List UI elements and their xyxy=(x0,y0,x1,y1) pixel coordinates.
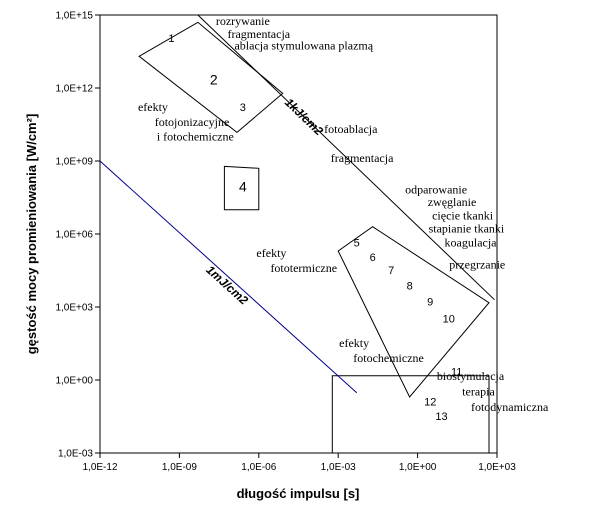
annotation-6: fotoablacja xyxy=(324,122,378,136)
annotation-15: fototermiczne xyxy=(270,261,337,275)
region-4 xyxy=(223,165,260,211)
annotation-0: rozrywanie xyxy=(216,14,270,28)
annotation-14: efekty xyxy=(256,246,286,260)
annotation-19: terapia xyxy=(462,384,495,398)
line-label-1: 1mJ/cm2 xyxy=(203,263,251,308)
region-number-2: 2 xyxy=(210,71,218,87)
annotation-4: fotojonizacyjne xyxy=(155,115,230,129)
threshold-line-1 xyxy=(99,160,358,394)
x-axis-ticks: 1,0E-12 1,0E-09 1,0E-06 1,0E-03 1,0E+00 1,0E+… xyxy=(82,453,516,473)
region-number-9: 9 xyxy=(427,297,433,309)
region-number-4: 4 xyxy=(239,178,247,194)
annotation-5: i fotochemiczne xyxy=(157,130,234,144)
annotation-8: odparowanie xyxy=(405,182,467,196)
y-tick-label-4: 1,0E+09 xyxy=(55,157,93,168)
regions xyxy=(138,21,490,454)
x-tick-label-3: 1,0E-03 xyxy=(321,462,356,473)
region-5-10 xyxy=(337,226,490,398)
y-tick-label-1: 1,0E+00 xyxy=(55,376,93,387)
annotation-10: cięcie tkanki xyxy=(432,209,494,223)
x-tick-label-5: 1,0E+03 xyxy=(478,462,516,473)
annotation-17: fotochemiczne xyxy=(353,351,424,365)
region-number-6: 6 xyxy=(370,252,376,264)
x-tick-label-4: 1,0E+00 xyxy=(399,462,437,473)
region-11-13 xyxy=(331,375,490,454)
annotation-9: zwęglanie xyxy=(428,195,477,209)
annotation-16: efekty xyxy=(339,336,369,350)
region-number-3: 3 xyxy=(240,102,246,114)
y-axis-ticks: 1,0E-03 1,0E+00 1,0E+03 1,0E+06 1,0E+09 1,0E+… xyxy=(55,11,100,460)
y-tick-label-3: 1,0E+06 xyxy=(55,230,93,241)
y-tick-label-6: 1,0E+15 xyxy=(55,11,93,22)
x-tick-label-1: 1,0E-09 xyxy=(162,462,197,473)
x-tick-label-0: 1,0E-12 xyxy=(82,462,117,473)
region-number-1: 1 xyxy=(168,33,174,45)
annotation-11: stapianie tkanki xyxy=(429,221,505,235)
region-number-13: 13 xyxy=(435,411,447,423)
annotation-12: koagulacja xyxy=(445,235,498,249)
region-number-10: 10 xyxy=(443,314,455,326)
annotation-20: fotodynamiczna xyxy=(471,400,549,414)
x-tick-label-2: 1,0E-06 xyxy=(241,462,276,473)
annotation-1: fragmentacja xyxy=(227,27,290,41)
annotation-2: ablacja stymulowana plazmą xyxy=(234,38,373,52)
annotation-7: fragmentacja xyxy=(331,151,394,165)
region-number-12: 12 xyxy=(424,396,436,408)
line-label-2: 1kJ/cm2 xyxy=(282,95,326,138)
threshold-line-2 xyxy=(197,14,495,301)
y-tick-label-2: 1,0E+03 xyxy=(55,303,93,314)
threshold-lines xyxy=(99,14,495,394)
region-1-3 xyxy=(138,21,284,134)
region-number-8: 8 xyxy=(407,280,413,292)
y-axis-title: gęstość mocy promieniowania [W/cm²] xyxy=(24,114,39,355)
annotation-18: biostymulacja xyxy=(437,369,505,383)
region-number-7: 7 xyxy=(388,265,394,277)
region-number-11: 11 xyxy=(451,367,462,379)
y-tick-label-0: 1,0E-03 xyxy=(58,449,93,460)
x-axis-title: długość impulsu [s] xyxy=(237,486,360,501)
annotation-13: przegrzanie xyxy=(449,257,505,271)
region-number-5: 5 xyxy=(354,238,360,250)
annotation-3: efekty xyxy=(138,100,168,114)
y-tick-label-5: 1,0E+12 xyxy=(55,84,93,95)
